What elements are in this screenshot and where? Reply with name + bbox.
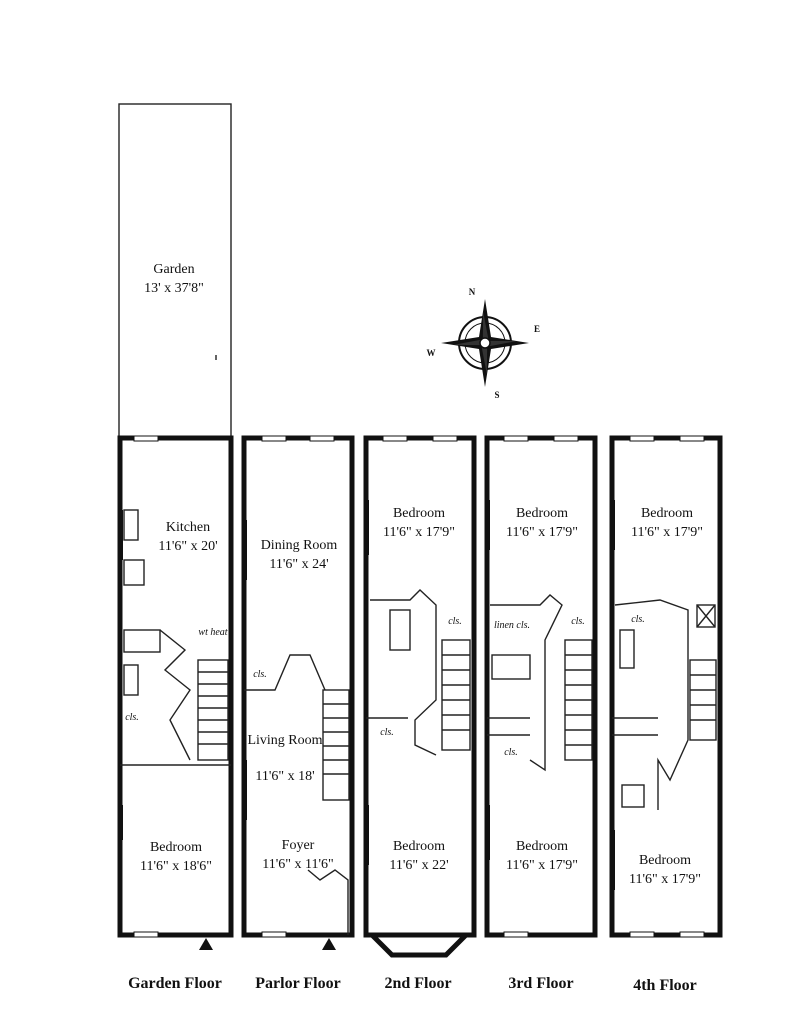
garden-floor-plan	[117, 435, 234, 950]
compass-e: E	[534, 324, 540, 334]
4th-floor-bedroom-1-name: Bedroom	[641, 506, 693, 521]
foyer-dims: 11'6" x 11'6"	[262, 857, 333, 872]
2nd-floor-bedroom-1-dims: 11'6" x 17'9"	[383, 525, 455, 540]
dining-room-dims: 11'6" x 24'	[269, 557, 328, 572]
3rd-floor-cls-label-1: cls.	[571, 616, 585, 627]
2nd-floor-label: 2nd Floor	[384, 975, 451, 992]
second-floor-plan	[363, 435, 477, 958]
dining-room-name: Dining Room	[261, 538, 338, 553]
4th-floor-bedroom-1-dims: 11'6" x 17'9"	[631, 525, 703, 540]
2nd-floor-cls-label-1: cls.	[448, 616, 462, 627]
compass-s: S	[494, 390, 499, 400]
fourth-floor-plan	[609, 435, 723, 938]
3rd-floor-linen-cls-label: linen cls.	[494, 620, 530, 631]
garden-cls-label: cls.	[125, 712, 139, 723]
parlor-entry-arrow-icon	[322, 938, 336, 950]
4th-floor-bedroom-2-dims: 11'6" x 17'9"	[629, 872, 701, 887]
foyer-name: Foyer	[282, 838, 315, 853]
garden-floor-label: Garden Floor	[128, 975, 222, 992]
3rd-floor-bedroom-1-name: Bedroom	[516, 506, 568, 521]
garden-wt-heat-label: wt heat	[198, 627, 227, 638]
garden-entry-arrow-icon	[199, 938, 213, 950]
garden-room-dims: 13' x 37'8"	[144, 281, 204, 296]
living-room-dims: 11'6" x 18'	[255, 769, 314, 784]
2nd-floor-bedroom-2-dims: 11'6" x 22'	[389, 858, 448, 873]
garden-bedroom-dims: 11'6" x 18'6"	[140, 859, 212, 874]
2nd-floor-bedroom-1-name: Bedroom	[393, 506, 445, 521]
compass-w: W	[427, 348, 436, 358]
parlor-floor-plan	[241, 435, 355, 950]
kitchen-name: Kitchen	[166, 520, 210, 535]
compass-rose-icon	[441, 299, 529, 387]
3rd-floor-bedroom-2-dims: 11'6" x 17'9"	[506, 858, 578, 873]
3rd-floor-label: 3rd Floor	[508, 975, 573, 992]
living-room-name: Living Room	[247, 733, 322, 748]
parlor-floor-label: Parlor Floor	[255, 975, 340, 992]
parlor-cls-label: cls.	[253, 669, 267, 680]
kitchen-dims: 11'6" x 20'	[158, 539, 217, 554]
4th-floor-cls-label: cls.	[631, 614, 645, 625]
4th-floor-bedroom-2-name: Bedroom	[639, 853, 691, 868]
third-floor-plan	[484, 435, 598, 938]
3rd-floor-bedroom-1-dims: 11'6" x 17'9"	[506, 525, 578, 540]
2nd-floor-cls-label-2: cls.	[380, 727, 394, 738]
garden-bedroom-name: Bedroom	[150, 840, 202, 855]
2nd-floor-bedroom-2-name: Bedroom	[393, 839, 445, 854]
4th-floor-label: 4th Floor	[633, 977, 697, 994]
compass-n: N	[469, 287, 476, 297]
3rd-floor-cls-label-2: cls.	[504, 747, 518, 758]
garden-room-name: Garden	[153, 262, 194, 277]
3rd-floor-bedroom-2-name: Bedroom	[516, 839, 568, 854]
